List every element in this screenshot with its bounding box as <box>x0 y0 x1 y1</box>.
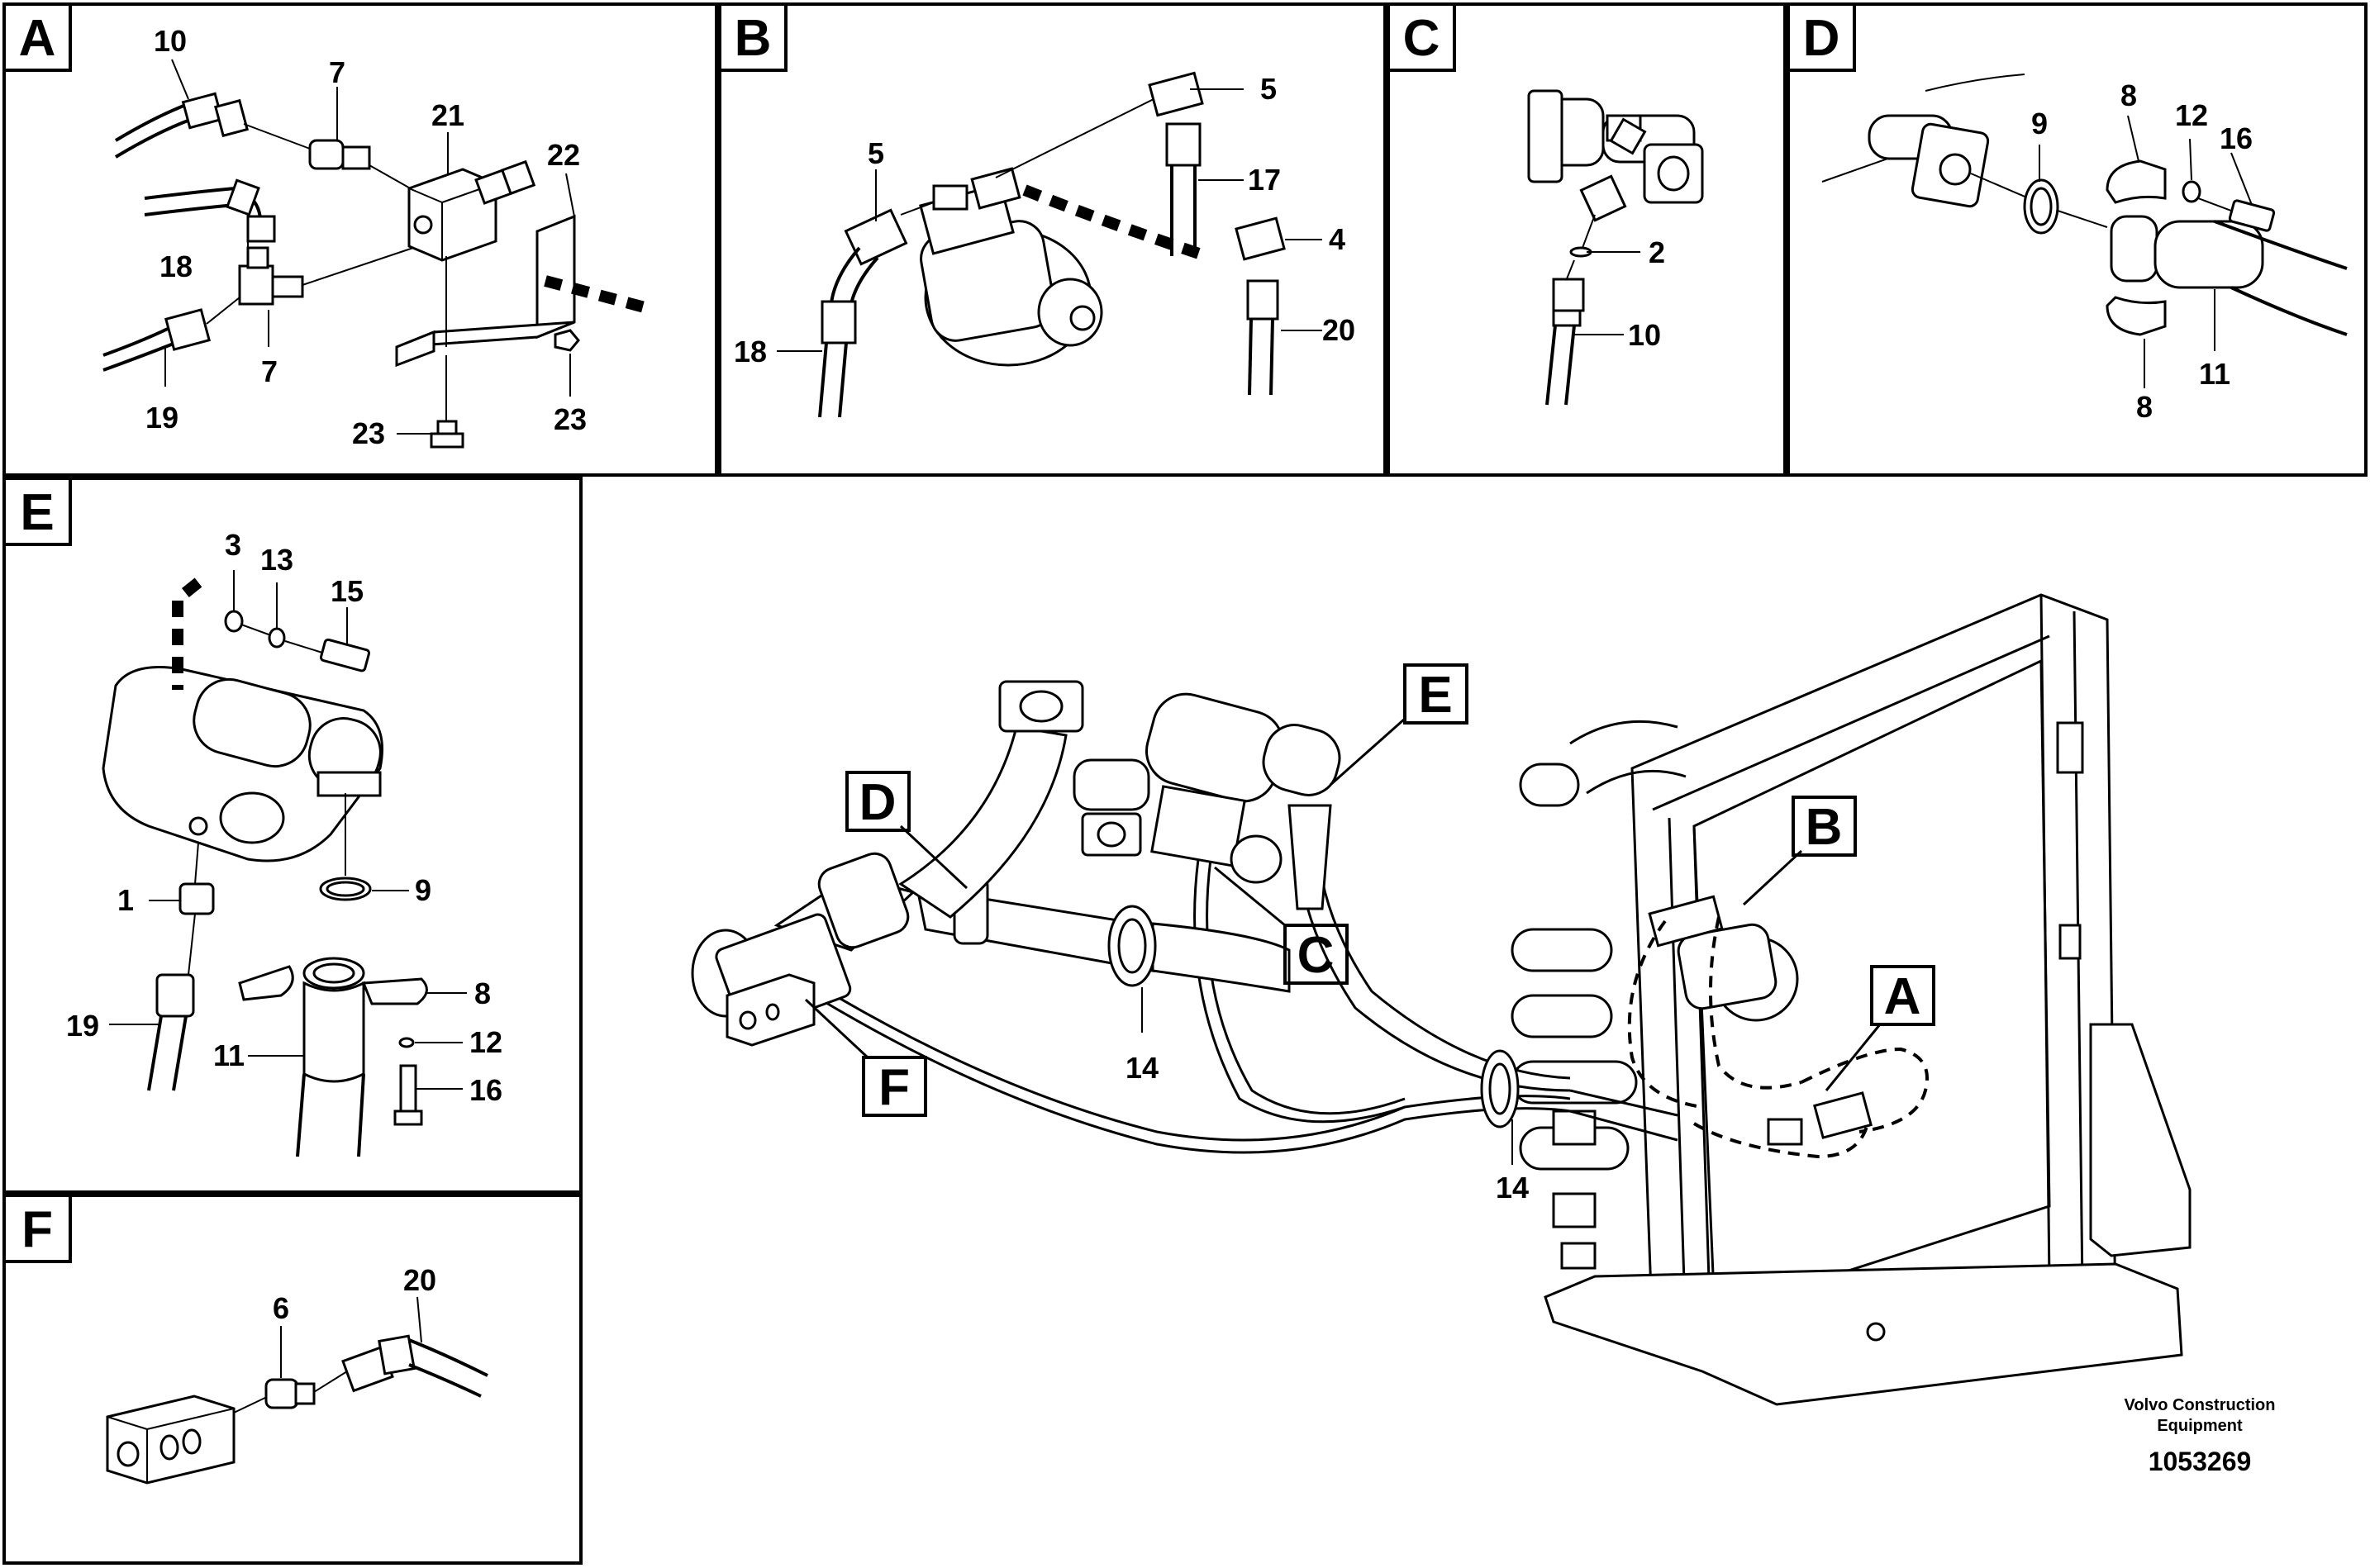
svg-text:E: E <box>1418 667 1452 724</box>
svg-text:8: 8 <box>2136 390 2153 424</box>
svg-text:8: 8 <box>474 976 491 1010</box>
svg-text:20: 20 <box>403 1263 436 1297</box>
main-assembly-drawing <box>691 593 2192 1406</box>
svg-text:23: 23 <box>352 416 385 450</box>
svg-text:9: 9 <box>415 873 431 907</box>
panel-letter-E: E <box>2 477 72 546</box>
panel-letter-A: A <box>2 2 72 72</box>
svg-text:5: 5 <box>1260 72 1277 106</box>
svg-text:18: 18 <box>159 249 193 283</box>
svg-text:19: 19 <box>66 1009 99 1043</box>
panel-e-labels: 3 13 15 9 1 8 19 11 12 16 <box>66 528 502 1107</box>
svg-text:13: 13 <box>260 543 293 577</box>
panel-d-drawing <box>1821 74 2348 388</box>
svg-text:9: 9 <box>2031 107 2048 140</box>
svg-text:11: 11 <box>213 1038 245 1072</box>
svg-text:D: D <box>1803 10 1840 67</box>
credit-line-2: Equipment <box>2157 1417 2243 1435</box>
svg-text:14: 14 <box>1126 1051 1159 1085</box>
callout-b: B <box>1742 796 1857 906</box>
svg-text:C: C <box>1297 927 1335 984</box>
main-labels: 14 14 <box>1126 1051 1529 1205</box>
panel-letter-C: C <box>1387 2 1456 72</box>
svg-text:F: F <box>878 1059 910 1116</box>
svg-text:22: 22 <box>547 138 580 172</box>
callout-d: D <box>845 771 968 890</box>
svg-text:E: E <box>20 484 54 541</box>
svg-text:C: C <box>1403 10 1440 67</box>
svg-text:A: A <box>1884 968 1921 1025</box>
panel-b-drawing <box>777 71 1322 418</box>
svg-text:1: 1 <box>117 883 134 917</box>
svg-text:D: D <box>859 774 897 831</box>
panel-a-labels: 10 7 21 22 18 7 19 23 23 <box>145 24 587 450</box>
svg-text:16: 16 <box>469 1073 502 1107</box>
svg-text:12: 12 <box>469 1025 502 1059</box>
svg-text:20: 20 <box>1322 313 1355 347</box>
callout-a: A <box>1825 965 1935 1091</box>
svg-text:7: 7 <box>329 55 345 89</box>
footer-credit: Volvo Construction Equipment 1053269 <box>2125 1396 2276 1476</box>
panel-e-drawing <box>102 570 467 1157</box>
svg-text:11: 11 <box>2199 357 2230 391</box>
panel-c-labels: 2 10 <box>1628 235 1665 352</box>
svg-text:B: B <box>735 10 772 67</box>
svg-text:17: 17 <box>1248 163 1281 197</box>
panel-b-labels: 5 5 17 4 18 20 <box>734 72 1355 368</box>
radiator-core-tubes <box>1511 720 1687 1171</box>
svg-text:16: 16 <box>2220 121 2253 155</box>
panel-letter-B: B <box>718 2 788 72</box>
svg-text:8: 8 <box>2120 78 2137 112</box>
panel-letter-D: D <box>1787 2 1856 72</box>
panel-letter-F: F <box>2 1194 72 1263</box>
svg-text:4: 4 <box>1329 222 1345 256</box>
callout-f: F <box>804 998 927 1117</box>
panel-c-drawing <box>1527 89 1704 406</box>
svg-text:15: 15 <box>331 574 364 608</box>
svg-text:23: 23 <box>554 402 587 436</box>
callout-e: E <box>1330 663 1468 786</box>
svg-text:6: 6 <box>273 1291 289 1325</box>
svg-text:5: 5 <box>868 136 884 170</box>
svg-text:3: 3 <box>225 528 241 562</box>
svg-text:2: 2 <box>1649 235 1665 269</box>
callout-c: C <box>1214 866 1349 985</box>
svg-text:10: 10 <box>1628 318 1661 352</box>
panel-f-drawing <box>106 1296 488 1485</box>
svg-text:B: B <box>1806 799 1843 856</box>
svg-text:18: 18 <box>734 335 767 368</box>
svg-text:21: 21 <box>431 98 464 132</box>
credit-line-1: Volvo Construction <box>2125 1396 2276 1414</box>
svg-text:A: A <box>19 10 56 67</box>
document-number: 1053269 <box>2149 1447 2252 1476</box>
svg-text:10: 10 <box>154 24 187 58</box>
panel-f-labels: 6 20 <box>273 1263 436 1325</box>
svg-text:14: 14 <box>1496 1171 1529 1205</box>
panel-a-drawing <box>102 59 646 449</box>
svg-text:12: 12 <box>2175 98 2208 132</box>
panel-d-labels: 9 8 12 16 11 8 <box>2031 78 2253 424</box>
svg-text:7: 7 <box>261 354 278 388</box>
svg-text:F: F <box>21 1201 53 1258</box>
svg-text:19: 19 <box>145 401 178 435</box>
